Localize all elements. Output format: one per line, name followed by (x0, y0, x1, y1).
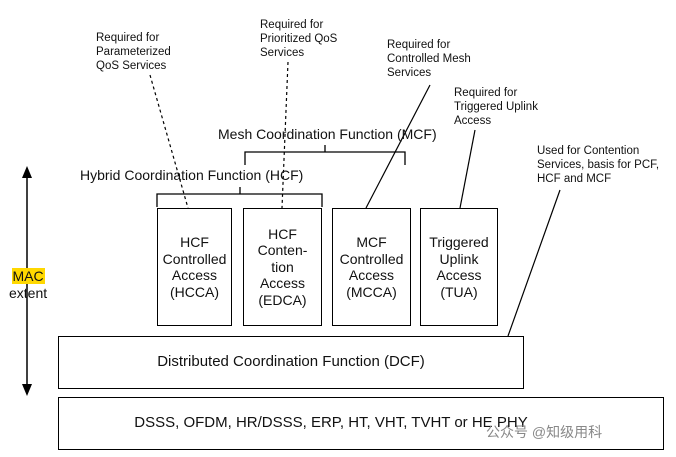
mcca-note-leader (365, 84, 431, 209)
tua-box-label: Triggered Uplink Access (TUA) (429, 234, 489, 300)
mac-extent-arrowhead-bottom (22, 384, 32, 396)
tua-note-leader (459, 129, 476, 209)
mcf-bracket (244, 145, 406, 165)
mcf-label: Mesh Coordination Function (MCF) (218, 126, 437, 142)
edca-box-label: HCF Conten- tion Access (EDCA) (257, 225, 308, 308)
phy-box-label: DSSS, OFDM, HR/DSSS, ERP, HT, VHT, TVHT … (134, 414, 528, 432)
dcf-box-label: Distributed Coordination Function (DCF) (157, 353, 425, 371)
hcf-label: Hybrid Coordination Function (HCF) (80, 167, 304, 183)
edca-note-leader (281, 61, 289, 209)
edca-requirement-note: Required for Prioritized QoS Services (260, 19, 338, 59)
phy-box: DSSS, OFDM, HR/DSSS, ERP, HT, VHT, TVHT … (58, 397, 664, 450)
mcca-box: MCF Controlled Access (MCCA) (332, 208, 411, 326)
hcca-requirement-note: Required for Parameterized QoS Services (96, 32, 171, 72)
watermark-text: 公众号 @知级用科 (486, 424, 603, 440)
hcca-box-label: HCF Controlled Access (HCCA) (162, 234, 227, 300)
mac-text: MAC (11, 268, 45, 284)
mac-extent-label: MAC extent (9, 268, 47, 302)
tua-requirement-note: Required for Triggered Uplink Access (454, 87, 538, 127)
hcf-bracket (156, 187, 323, 207)
tua-box: Triggered Uplink Access (TUA) (420, 208, 498, 326)
mac-extent-arrowhead-top (22, 166, 32, 178)
hcca-box: HCF Controlled Access (HCCA) (157, 208, 232, 326)
dcf-usage-note: Used for Contention Services, basis for … (537, 145, 660, 185)
mcca-requirement-note: Required for Controlled Mesh Services (387, 39, 471, 79)
edca-box: HCF Conten- tion Access (EDCA) (243, 208, 322, 326)
mcca-box-label: MCF Controlled Access (MCCA) (339, 234, 404, 300)
extent-text: extent (9, 285, 48, 301)
hcca-note-leader (149, 74, 189, 209)
dcf-note-leader (507, 189, 561, 337)
dcf-box: Distributed Coordination Function (DCF) (58, 336, 524, 389)
